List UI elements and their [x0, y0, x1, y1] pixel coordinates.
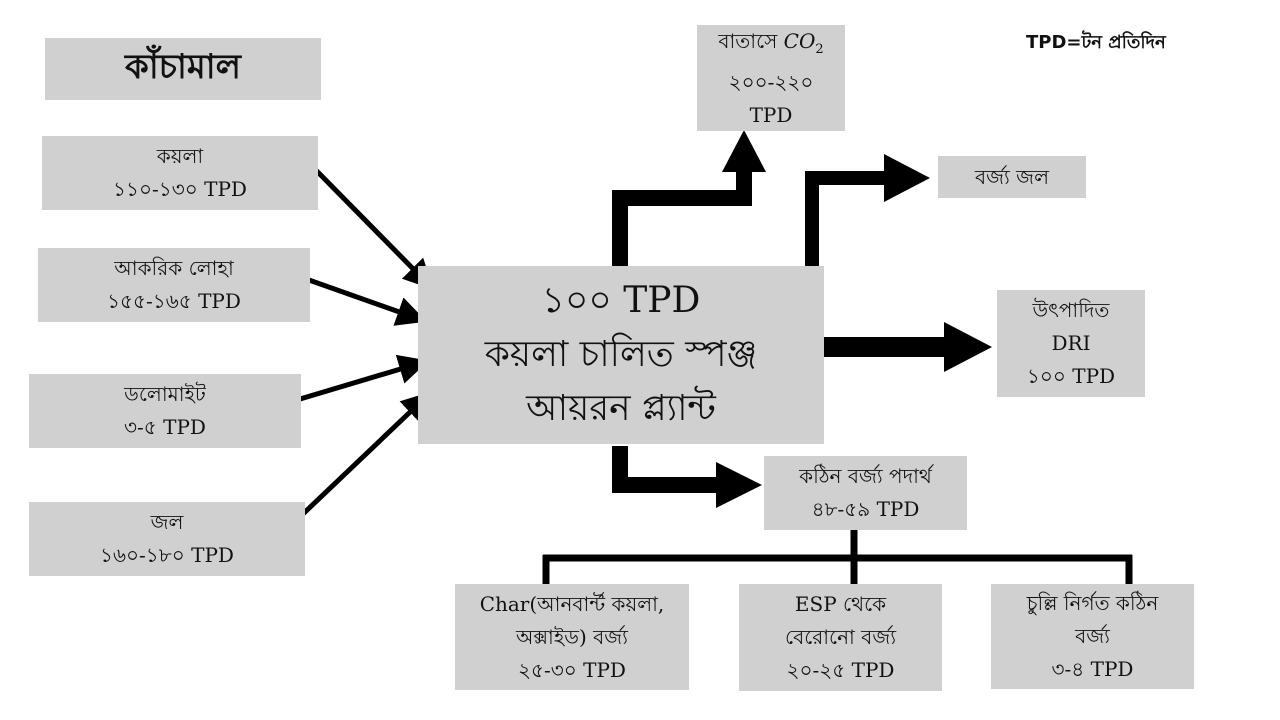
raw-material-title-text: কাঁচামাল — [125, 46, 241, 87]
dri-label: উৎপাদিত — [1032, 298, 1110, 322]
input-value: ১১০-১৩০ TPD — [113, 177, 247, 201]
input-label: কয়লা — [156, 144, 204, 168]
dri-value: ১০০ TPD — [1026, 364, 1116, 388]
raw-material-title: কাঁচামাল — [45, 38, 321, 100]
co2-box: বাতাসে CO2 ২০০-২২০ TPD — [697, 25, 845, 131]
plant-capacity: ১০০ TPD — [541, 280, 701, 321]
arrow-plant-to-co2 — [612, 130, 766, 266]
sub-waste-line1: ESP থেকে — [794, 592, 887, 616]
sub-waste-line2: অক্সাইড) বর্জ্য — [516, 624, 628, 649]
input-label: ডলোমাইট — [124, 382, 206, 406]
solid-waste-value: ৪৮-৫৯ TPD — [811, 497, 920, 521]
sub-waste-line1: চুল্লি নির্গত কঠিন — [1026, 591, 1159, 615]
input-box-dolomite: ডলোমাইট ৩-৫ TPD — [29, 374, 301, 448]
co2-unit: TPD — [749, 102, 793, 127]
arrow-plant-to-dri — [810, 322, 992, 372]
arrow-plant-to-solid-waste — [612, 446, 762, 508]
sub-waste-line2: বর্জ্য — [1075, 624, 1110, 648]
sub-waste-line1: Char(আনবার্ন্ট কয়লা, — [479, 591, 665, 616]
esp-waste-box: ESP থেকে বেরোনো বর্জ্য ২০-২৫ TPD — [739, 584, 942, 691]
waste-water-label: বর্জ্য জল — [975, 164, 1049, 189]
plant-name-line1: কয়লা চালিত স্পঞ্জ — [484, 334, 758, 375]
sub-waste-value: ২০-২৫ TPD — [786, 658, 895, 682]
waste-water-box: বর্জ্য জল — [938, 156, 1086, 198]
tree-connector — [542, 528, 1133, 590]
sub-waste-value: ৩-৪ TPD — [1051, 657, 1134, 681]
dri-box: উৎপাদিত DRI ১০০ TPD — [997, 290, 1145, 397]
input-box-coal: কয়লা ১১০-১৩০ TPD — [42, 136, 318, 210]
solid-waste-label: কঠিন বর্জ্য পদার্থ — [799, 464, 932, 488]
co2-label: বাতাসে CO2 — [718, 28, 824, 57]
input-value: ১৬০-১৮০ TPD — [100, 543, 234, 567]
co2-value: ২০০-২২০ — [728, 69, 814, 94]
input-label: আকরিক লোহা — [114, 256, 234, 280]
input-label: জল — [150, 510, 184, 534]
input-box-water: জল ১৬০-১৮০ TPD — [29, 502, 305, 576]
arrow-iron-ore-to-plant — [291, 271, 427, 326]
arrow-dolomite-to-plant — [289, 354, 429, 405]
solid-waste-box: কঠিন বর্জ্য পদার্থ ৪৮-৫৯ TPD — [764, 456, 967, 530]
input-box-iron-ore: আকরিক লোহা ১৫৫-১৬৫ TPD — [38, 248, 310, 322]
dri-name: DRI — [1051, 331, 1091, 355]
arrow-coal-to-plant — [300, 154, 434, 290]
input-value: ১৫৫-১৬৫ TPD — [107, 289, 241, 313]
sub-waste-line2: বেরোনো বর্জ্য — [784, 625, 897, 649]
plant-name-line2: আয়রন প্ল্যান্ট — [526, 388, 716, 429]
arrow-plant-to-waste-water — [805, 154, 930, 270]
char-waste-box: Char(আনবার্ন্ট কয়লা, অক্সাইড) বর্জ্য ২৫… — [455, 584, 689, 690]
input-value: ৩-৫ TPD — [124, 415, 206, 439]
plant-box: ১০০ TPD কয়লা চালিত স্পঞ্জ আয়রন প্ল্যান… — [418, 266, 824, 444]
sub-waste-value: ২৫-৩০ TPD — [518, 657, 626, 682]
furnace-waste-box: চুল্লি নির্গত কঠিন বর্জ্য ৩-৪ TPD — [991, 584, 1194, 689]
arrow-water-to-plant — [282, 391, 432, 534]
legend-tpd: TPD=টন প্রতিদিন — [1026, 32, 1166, 53]
